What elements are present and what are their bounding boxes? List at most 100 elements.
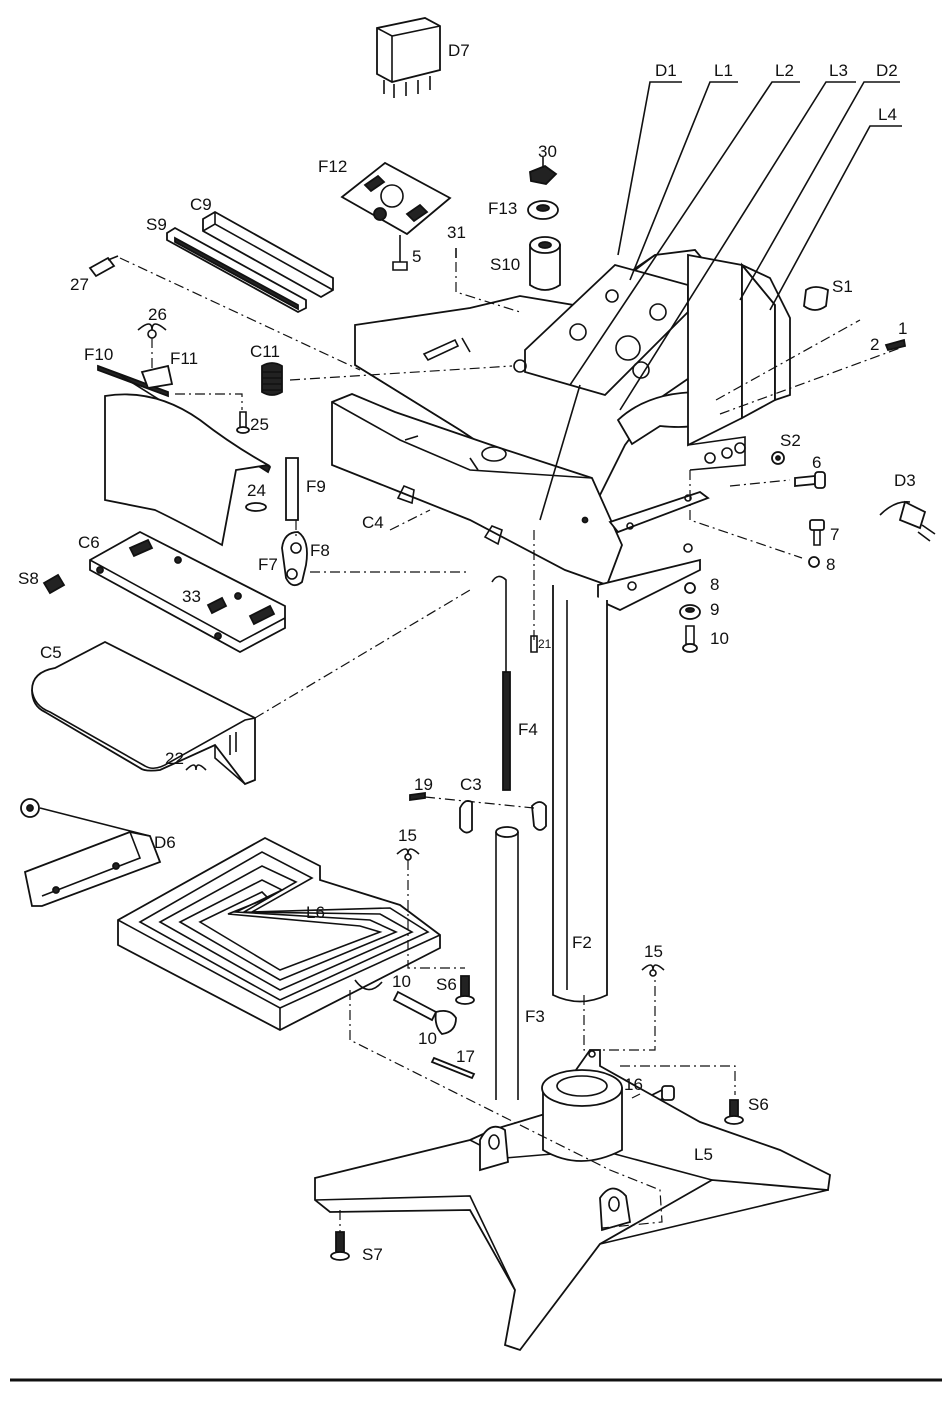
- label-D6: D6: [154, 833, 176, 852]
- label-L1: L1: [714, 61, 733, 80]
- part-c11-spring: [262, 363, 282, 395]
- label-27: 27: [70, 275, 89, 294]
- part-24-clip: [246, 503, 266, 511]
- label-F2: F2: [572, 933, 592, 952]
- label-16: 16: [624, 1075, 643, 1094]
- part-10-pin: [394, 992, 436, 1020]
- label-8a: 8: [826, 555, 835, 574]
- part-26-wingnut: [138, 324, 166, 338]
- label-F13: F13: [488, 199, 517, 218]
- part-f13-washer: [528, 201, 558, 219]
- part-s10-spring-cylinder: [530, 237, 560, 290]
- part-f4-rod: [492, 576, 510, 790]
- label-D2: D2: [876, 61, 898, 80]
- part-9-washer: [680, 605, 700, 619]
- part-s6-screw-a: [456, 976, 474, 1004]
- part-1-screw: [886, 340, 905, 350]
- part-15-wingnut-a: [397, 849, 419, 860]
- label-22: 22: [165, 749, 184, 768]
- part-ptfe-sheet: [105, 394, 268, 545]
- label-L4: L4: [878, 105, 897, 124]
- label-8b: 8: [710, 575, 719, 594]
- part-f3-tube: [496, 827, 518, 1100]
- label-S9: S9: [146, 215, 167, 234]
- part-27-plug: [90, 256, 118, 276]
- label-15b: 15: [644, 942, 663, 961]
- label-F10: F10: [84, 345, 113, 364]
- label-F9: F9: [306, 477, 326, 496]
- label-33: 33: [182, 587, 201, 606]
- part-10-knob: [436, 1011, 456, 1034]
- label-L5: L5: [694, 1145, 713, 1164]
- label-C3: C3: [460, 775, 482, 794]
- label-17: 17: [456, 1047, 475, 1066]
- label-C6: C6: [78, 533, 100, 552]
- part-8-nut-lower: [685, 583, 695, 593]
- label-21: 21: [538, 637, 552, 651]
- label-6: 6: [812, 453, 821, 472]
- part-labels: D7 D1 L1 L2 L3 D2 L4 30 F13 F12 C9 S9 31…: [18, 41, 916, 1264]
- label-S8: S8: [18, 569, 39, 588]
- label-L3: L3: [829, 61, 848, 80]
- part-l6-foot-pedal: [118, 838, 440, 1030]
- label-F11: F11: [170, 349, 198, 368]
- label-15a: 15: [398, 826, 417, 845]
- part-6-bolt: [795, 472, 825, 488]
- label-C9: C9: [190, 195, 212, 214]
- part-d3-power-plug: [880, 502, 935, 541]
- label-F8: F8: [310, 541, 330, 560]
- part-s8-screw: [44, 575, 64, 593]
- label-26: 26: [148, 305, 167, 324]
- label-9: 9: [710, 600, 719, 619]
- part-d7-relay: [377, 18, 440, 98]
- label-S6b: S6: [748, 1095, 769, 1114]
- label-S2: S2: [780, 431, 801, 450]
- label-S6a: S6: [436, 975, 457, 994]
- part-d6-bracket: [21, 799, 160, 906]
- part-7-bolt: [810, 520, 824, 545]
- part-s1-knob: [804, 287, 828, 310]
- label-L2: L2: [775, 61, 794, 80]
- part-19-screw: [410, 793, 425, 800]
- part-8-nut-upper: [809, 557, 819, 567]
- part-15-wingnut-b: [642, 965, 664, 976]
- label-10b: 10: [392, 972, 411, 991]
- label-31: 31: [447, 223, 466, 242]
- part-s7-screw: [331, 1232, 349, 1260]
- part-f12-plate: [342, 163, 450, 270]
- label-F4: F4: [518, 720, 538, 739]
- label-7: 7: [830, 525, 839, 544]
- label-C5: C5: [40, 643, 62, 662]
- label-19: 19: [414, 775, 433, 794]
- label-30: 30: [538, 142, 557, 161]
- label-10a: 10: [710, 629, 729, 648]
- part-10-bolt-upper: [683, 626, 697, 652]
- label-1: 1: [898, 319, 907, 338]
- label-C11: C11: [250, 342, 280, 361]
- part-f8-bracket: [282, 532, 307, 585]
- part-s6-screw-b: [725, 1100, 743, 1124]
- label-10c: 10: [418, 1029, 437, 1048]
- part-22-wingnut: [186, 765, 206, 770]
- part-s2-washer: [772, 452, 784, 464]
- label-5: 5: [412, 247, 421, 266]
- part-sealer-head: [332, 250, 790, 610]
- label-S10: S10: [490, 255, 520, 274]
- label-D1: D1: [655, 61, 677, 80]
- part-30-nut: [530, 157, 556, 184]
- label-L6: L6: [306, 903, 325, 922]
- label-24: 24: [247, 481, 266, 500]
- part-25-screw: [237, 412, 249, 433]
- part-f9-pin: [286, 458, 298, 520]
- label-S1: S1: [832, 277, 853, 296]
- label-C4: C4: [362, 513, 384, 532]
- label-F3: F3: [525, 1007, 545, 1026]
- label-D7: D7: [448, 41, 470, 60]
- label-F7: F7: [258, 555, 278, 574]
- part-c5-table: [32, 642, 255, 784]
- label-S7: S7: [362, 1245, 383, 1264]
- label-25: 25: [250, 415, 269, 434]
- label-D3: D3: [894, 471, 916, 490]
- label-F12: F12: [318, 157, 347, 176]
